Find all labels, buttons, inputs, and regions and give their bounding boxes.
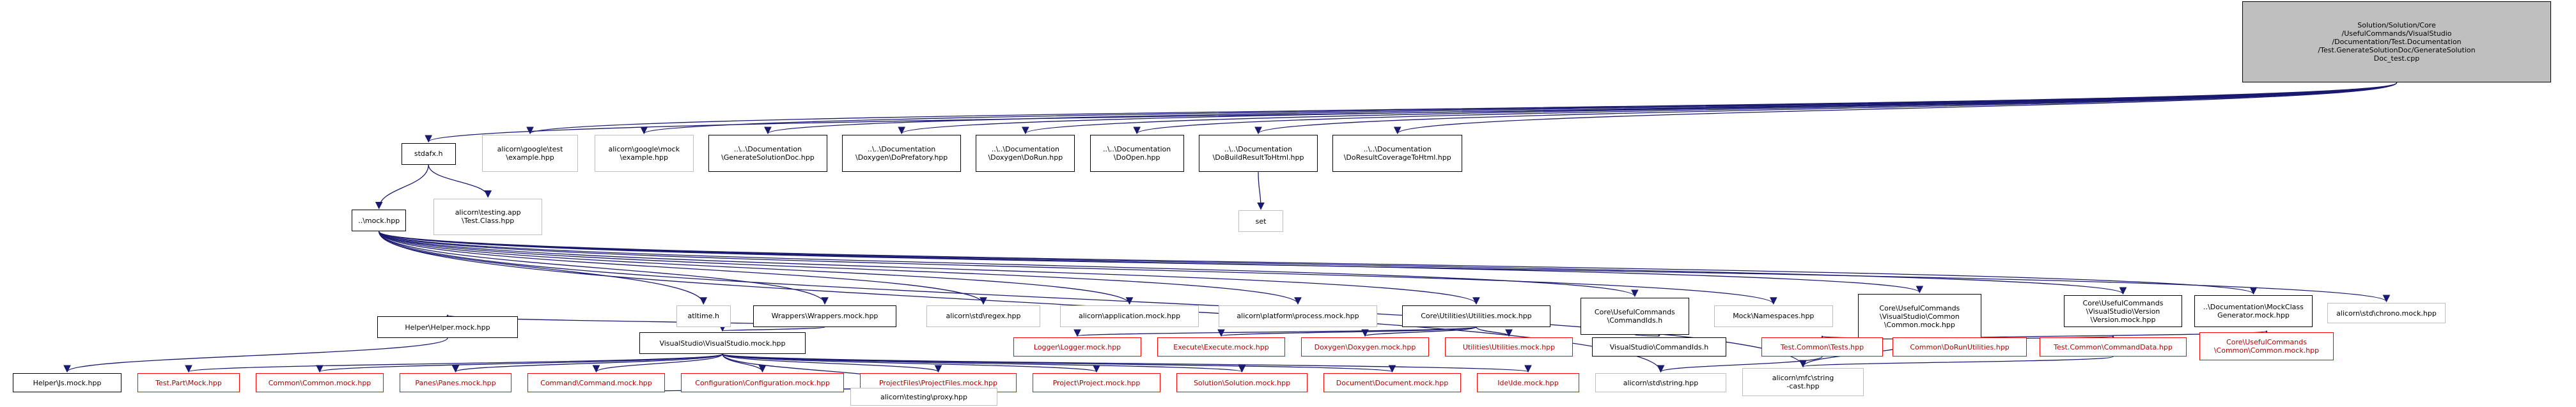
node-do-run[interactable]: ..\..\Documentation \Doxygen\DoRun.hpp (976, 135, 1075, 172)
node-proxy[interactable]: alicorn\testing\proxy.hpp (850, 388, 997, 406)
edge-utilities-to-utilities-red (1476, 326, 1513, 337)
edge-visualstudio-to-project (722, 353, 1100, 373)
node-wrappers[interactable]: Wrappers\Wrappers.mock.hpp (753, 305, 897, 327)
node-do-build-result-to-html[interactable]: ..\..\Documentation \DoBuildResultToHtml… (1199, 135, 1318, 172)
node-do-prefatory[interactable]: ..\..\Documentation \Doxygen\DoPrefatory… (842, 135, 962, 172)
node-command[interactable]: Command\Command.mock.hpp (527, 373, 665, 392)
node-platform-process-mock[interactable]: alicorn\platform\process.mock.hpp (1219, 305, 1377, 327)
edge-root-to-do-build-result (1254, 82, 2398, 135)
edge-visualstudio-to-command (592, 353, 723, 373)
node-atltime[interactable]: atltime.h (676, 305, 731, 327)
node-vs-command-ids[interactable]: VisualStudio\CommandIds.h (1592, 337, 1726, 357)
edge-mock-to-std-string (379, 231, 1665, 373)
node-google-mock-example[interactable]: alicorn\google\mock \example.hpp (594, 135, 694, 172)
edge-do-build-result-to-set (1257, 171, 1265, 210)
edge-test-common-tests-to-std-string (1657, 356, 1823, 373)
edge-mock-to-mock-namespaces (379, 231, 1777, 305)
edge-visualstudio-to-projectfiles (722, 353, 942, 373)
node-mock-namespaces[interactable]: Mock\Namespaces.hpp (1713, 305, 1833, 327)
node-common-common[interactable]: Common\Common.mock.hpp (256, 373, 384, 392)
edge-utilities-to-doxygen (1361, 326, 1477, 337)
edge-visualstudio-to-solution (722, 353, 1245, 373)
edge-visualstudio-to-configuration (722, 353, 767, 373)
edge-mock-to-application (379, 231, 1134, 305)
node-core-common-red[interactable]: Core\UsefulCommands \Common\Common.mock.… (2199, 332, 2334, 360)
node-document[interactable]: Document\Document.mock.hpp (1323, 373, 1461, 392)
node-application-mock[interactable]: alicorn\application.mock.hpp (1060, 305, 1199, 327)
node-vs-common-mock[interactable]: Core\UsefulCommands \VisualStudio\Common… (1857, 293, 1982, 340)
node-set[interactable]: set (1238, 210, 1284, 233)
node-utilities-mock[interactable]: Core\Utilities\Utilities.mock.hpp (1401, 305, 1551, 327)
edge-stdafx-to-testing-app (428, 164, 492, 198)
edge-visualstudio-to-common-common (316, 353, 723, 373)
node-execute[interactable]: Execute\Execute.mock.hpp (1157, 337, 1285, 357)
node-mock[interactable]: ..\mock.hpp (352, 210, 407, 232)
node-std-regex[interactable]: alicorn\std\regex.hpp (926, 305, 1041, 327)
node-chrono[interactable]: alicorn\std\chrono.mock.hpp (2327, 303, 2446, 323)
node-test-common-cmddata[interactable]: Test.Common\CommandData.hpp (2040, 337, 2187, 357)
node-mock-class-gen[interactable]: ..\Documentation\MockClass Generator.moc… (2194, 295, 2313, 327)
edge-visualstudio-to-test-part (185, 353, 723, 373)
node-generate-solution-doc[interactable]: ..\..\Documentation \GenerateSolutionDoc… (708, 135, 827, 172)
node-stdafx[interactable]: stdafx.h (401, 142, 456, 165)
node-helper[interactable]: Helper\Helper.mock.hpp (377, 316, 518, 338)
edge-test-common-cmddata-to-mfc-string (1799, 356, 2114, 368)
edge-mock-to-command-ids (379, 231, 1639, 297)
node-utilities-red[interactable]: Utilities\Utilities.mock.hpp (1445, 337, 1573, 357)
node-solution[interactable]: Solution\Solution.mock.hpp (1176, 373, 1308, 392)
node-js[interactable]: Helper\Js.mock.hpp (13, 373, 121, 392)
node-configuration[interactable]: Configuration\Configuration.mock.hpp (681, 373, 844, 392)
node-test-common-tests[interactable]: Test.Common\Tests.hpp (1761, 337, 1883, 357)
node-std-string[interactable]: alicorn\std\string.hpp (1595, 373, 1726, 392)
edge-mock-to-wrappers (379, 231, 829, 305)
edge-mock-to-mock-class-gen (379, 231, 2257, 295)
edge-command-ids-to-vs-command-ids (1634, 328, 1662, 337)
node-do-result-coverage-to-html[interactable]: ..\..\Documentation \DoResultCoverageToH… (1332, 135, 1463, 172)
edge-utilities-to-execute (1217, 326, 1477, 337)
edge-stdafx-to-mock (375, 164, 429, 210)
node-dorun-utilities[interactable]: Common\DoRunUtilities.hpp (1893, 337, 2027, 357)
edge-mock-to-platform-process (379, 231, 1302, 305)
edge-helper-to-js (63, 337, 448, 373)
edge-root-to-do-result-coverage (1394, 82, 2398, 135)
node-visualstudio[interactable]: VisualStudio\VisualStudio.mock.hpp (639, 332, 806, 354)
node-ide[interactable]: Ide\Ide.mock.hpp (1477, 373, 1579, 392)
node-version[interactable]: Core\UsefulCommands \VisualStudio\Versio… (2064, 295, 2182, 327)
node-project[interactable]: Project\Project.mock.hpp (1033, 373, 1160, 392)
node-doxygen[interactable]: Doxygen\Doxygen.mock.hpp (1301, 337, 1429, 357)
edge-mock-to-regex (379, 231, 987, 305)
node-command-ids[interactable]: Core\UsefulCommands \CommandIds.h (1580, 297, 1690, 335)
edge-mock-to-utilities (379, 231, 1480, 305)
node-panes[interactable]: Panes\Panes.mock.hpp (400, 373, 511, 392)
node-root-file[interactable]: Solution/Solution/Core /UsefulCommands/V… (2242, 1, 2552, 83)
edge-root-to-do-prefatory (898, 82, 2398, 135)
node-testing-app-test-class[interactable]: alicorn\testing.app \Test.Class.hpp (433, 198, 543, 236)
node-mfc-string[interactable]: alicorn\mfc\string -cast.hpp (1742, 368, 1864, 396)
node-test-part[interactable]: Test.Part\Mock.hpp (137, 373, 240, 392)
edge-mock-to-chrono (379, 231, 2390, 303)
edge-visualstudio-to-ide (722, 353, 1531, 373)
node-google-test-example[interactable]: alicorn\google\test \example.hpp (481, 135, 579, 172)
node-do-open[interactable]: ..\..\Documentation \DoOpen.hpp (1089, 135, 1184, 172)
edge-root-to-do-open (1133, 82, 2398, 135)
edge-visualstudio-to-panes (451, 353, 723, 373)
edge-root-to-do-run (1022, 82, 2398, 135)
edge-wrappers-to-visualstudio (719, 324, 825, 332)
node-logger[interactable]: Logger\Logger.mock.hpp (1013, 337, 1141, 357)
